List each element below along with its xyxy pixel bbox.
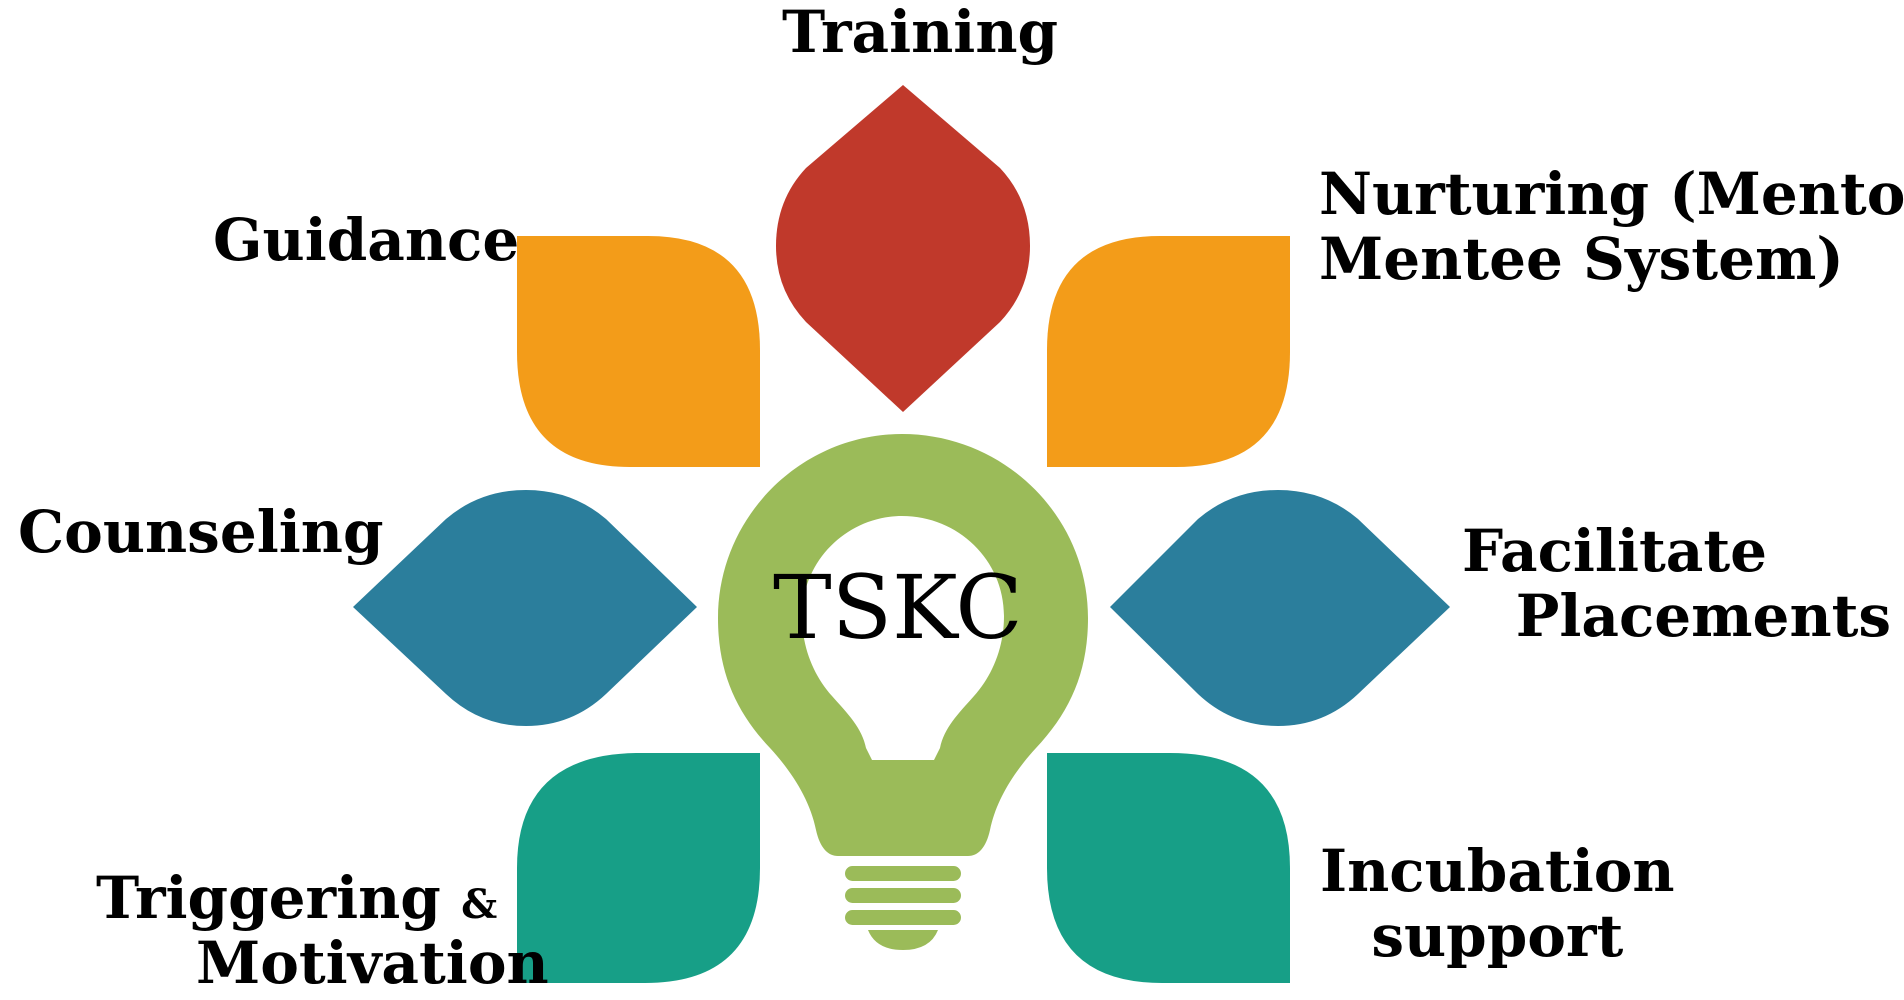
label-guidance-text: Guidance: [213, 206, 520, 274]
label-counseling-text: Counseling: [18, 498, 384, 566]
label-facilitate-line1: Facilitate: [1462, 517, 1768, 585]
petal-training: [776, 85, 1030, 412]
label-triggering-line2: Motivation: [196, 928, 549, 997]
label-nurturing: Nurturing (Mentor- Mentee System): [1319, 162, 1904, 292]
label-triggering: Triggering & Motivation: [96, 866, 549, 996]
label-counseling: Counseling: [18, 500, 384, 565]
label-incubation-line2: support: [1371, 901, 1624, 970]
petal-nurturing: [1047, 236, 1290, 467]
label-incubation-line1: Incubation: [1320, 837, 1675, 905]
label-facilitate-line2: Placements: [1515, 581, 1892, 650]
lightbulb-icon: [718, 434, 1088, 950]
petal-triggering: [517, 753, 760, 983]
label-guidance: Guidance: [213, 208, 519, 273]
label-incubation: Incubation support: [1320, 839, 1675, 969]
center-label: TSKC: [773, 556, 1023, 659]
petal-facilitate: [1110, 490, 1450, 726]
label-training-text: Training: [782, 0, 1059, 66]
label-triggering-amp: &: [461, 881, 498, 928]
petal-counseling: [353, 490, 697, 726]
label-nurturing-line2: Mentee System): [1319, 224, 1844, 293]
label-training: Training: [782, 0, 1058, 65]
label-facilitate: Facilitate Placements: [1462, 519, 1891, 649]
label-triggering-word: Triggering: [96, 864, 441, 932]
petal-guidance: [517, 236, 760, 467]
petal-incubation: [1047, 753, 1290, 983]
label-nurturing-line1: Nurturing (Mentor-: [1319, 160, 1904, 228]
label-triggering-line1: Triggering &: [96, 866, 549, 931]
